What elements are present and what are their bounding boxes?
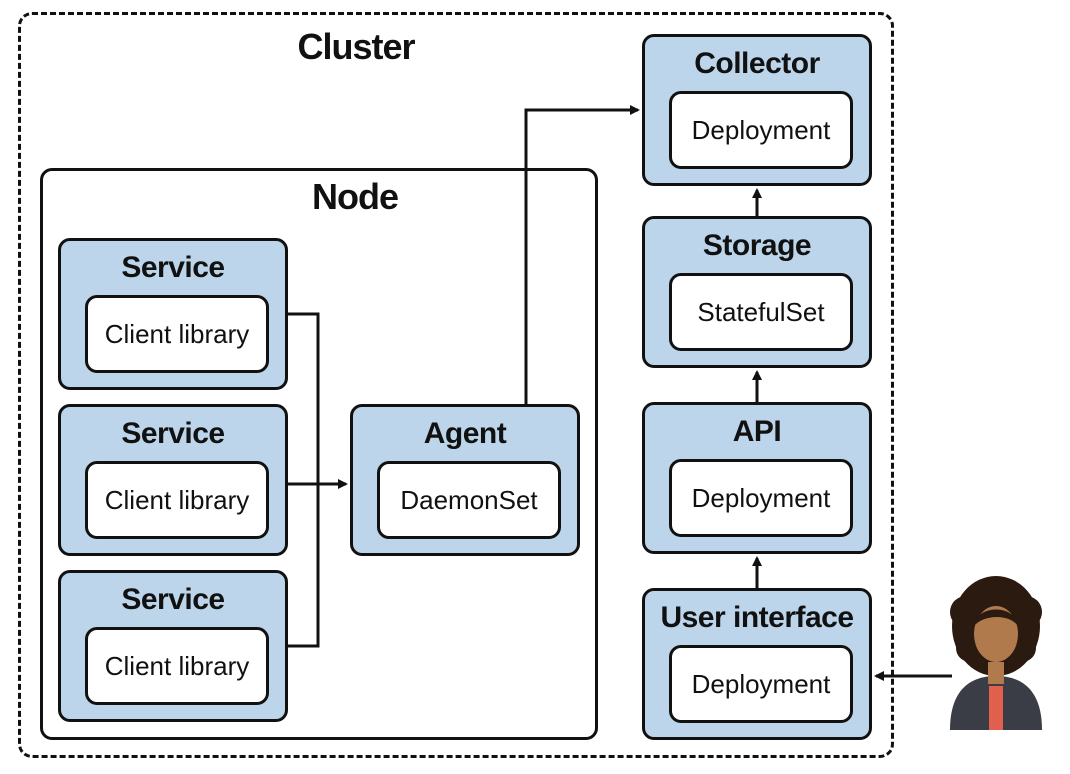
ui-deployment-box: Deployment [669, 645, 853, 723]
service-title: Service [121, 251, 225, 284]
service-box-3: Service Client library [58, 570, 288, 722]
cluster-title: Cluster [297, 26, 415, 67]
service-title: Service [121, 583, 225, 616]
ui-title: User interface [660, 601, 854, 634]
agent-box: Agent DaemonSet [350, 404, 580, 556]
agent-title: Agent [423, 417, 507, 450]
ui-box: User interface Deployment [642, 588, 872, 740]
client-library-box: Client library [85, 627, 269, 705]
daemonset-box: DaemonSet [377, 461, 561, 539]
service-title: Service [121, 417, 225, 450]
agent-to-collector-arrow [524, 105, 640, 404]
api-title: API [732, 415, 782, 448]
service-box-1: Service Client library [58, 238, 288, 390]
api-box: API Deployment [642, 402, 872, 554]
statefulset-box: StatefulSet [669, 273, 853, 351]
user-avatar-icon [950, 576, 1042, 730]
storage-title: Storage [702, 229, 812, 262]
node-title: Node [312, 176, 399, 217]
collector-title: Collector [694, 47, 820, 80]
storage-box: Storage StatefulSet [642, 216, 872, 368]
service-bus-line [288, 312, 320, 648]
collector-box: Collector Deployment [642, 34, 872, 186]
service-box-2: Service Client library [58, 404, 288, 556]
client-library-box: Client library [85, 461, 269, 539]
client-library-box: Client library [85, 295, 269, 373]
cluster-boundary [18, 12, 894, 758]
api-deployment-box: Deployment [669, 459, 853, 537]
collector-deployment-box: Deployment [669, 91, 853, 169]
